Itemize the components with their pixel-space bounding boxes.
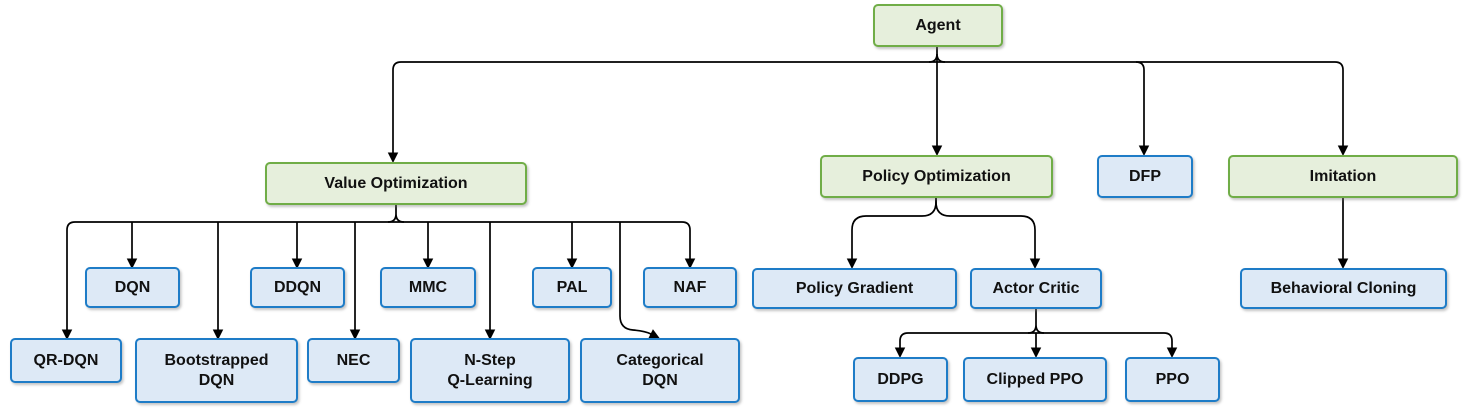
node-ddqn: DDQN — [250, 267, 345, 308]
node-qr-dqn: QR-DQN — [10, 338, 122, 383]
node-clipped-ppo: Clipped PPO — [963, 357, 1107, 402]
node-value-optimization: Value Optimization — [265, 162, 527, 205]
node-label-bootstrapped-dqn: Bootstrapped DQN — [164, 351, 269, 389]
node-label-ppo: PPO — [1155, 370, 1190, 388]
node-label-agent: Agent — [915, 16, 961, 34]
node-label-policy-optimization: Policy Optimization — [862, 167, 1011, 185]
node-label-ddqn: DDQN — [273, 278, 322, 296]
edge-po-to-policy-gradient — [846, 198, 937, 269]
node-behavioral-cloning: Behavioral Cloning — [1240, 268, 1447, 309]
node-label-categorical-dqn: Categorical DQN — [616, 351, 704, 389]
node-label-qr-dqn: QR-DQN — [33, 351, 99, 369]
node-label-policy-gradient: Policy Gradient — [795, 279, 914, 297]
node-naf: NAF — [643, 267, 737, 308]
node-n-step-q-learning: N-Step Q-Learning — [410, 338, 570, 403]
edge-vo-to-categorical-dqn — [619, 222, 660, 339]
node-actor-critic: Actor Critic — [970, 268, 1102, 309]
node-dfp: DFP — [1097, 155, 1193, 198]
node-label-dqn: DQN — [114, 278, 151, 296]
node-imitation: Imitation — [1228, 155, 1458, 198]
node-label-nec: NEC — [336, 351, 371, 369]
edge-agent-to-dfp — [1135, 61, 1150, 156]
node-label-pal: PAL — [556, 278, 588, 296]
node-label-ddpg: DDPG — [877, 370, 924, 388]
node-ddpg: DDPG — [853, 357, 948, 402]
edge-group — [61, 47, 1349, 358]
node-label-n-step-q-learning: N-Step Q-Learning — [447, 351, 533, 389]
node-nec: NEC — [307, 338, 400, 383]
node-categorical-dqn: Categorical DQN — [580, 338, 740, 403]
edge-agent-trunk-horizontal — [392, 61, 1344, 71]
node-label-value-optimization: Value Optimization — [324, 174, 468, 192]
node-bootstrapped-dqn: Bootstrapped DQN — [135, 338, 298, 403]
node-label-naf: NAF — [673, 278, 707, 296]
node-policy-optimization: Policy Optimization — [820, 155, 1053, 198]
node-label-mmc: MMC — [408, 278, 448, 296]
node-label-behavioral-cloning: Behavioral Cloning — [1270, 279, 1417, 297]
node-agent: Agent — [873, 4, 1003, 47]
edge-vo-trunk-horizontal — [66, 221, 691, 231]
node-ppo: PPO — [1125, 357, 1220, 402]
node-mmc: MMC — [380, 267, 476, 308]
node-label-actor-critic: Actor Critic — [992, 279, 1080, 297]
node-label-dfp: DFP — [1129, 167, 1161, 185]
edge-po-to-actor-critic — [935, 198, 1041, 269]
node-label-imitation: Imitation — [1309, 167, 1377, 185]
node-dqn: DQN — [85, 267, 180, 308]
node-label-clipped-ppo: Clipped PPO — [986, 370, 1084, 388]
node-pal: PAL — [532, 267, 612, 308]
node-policy-gradient: Policy Gradient — [752, 268, 957, 309]
